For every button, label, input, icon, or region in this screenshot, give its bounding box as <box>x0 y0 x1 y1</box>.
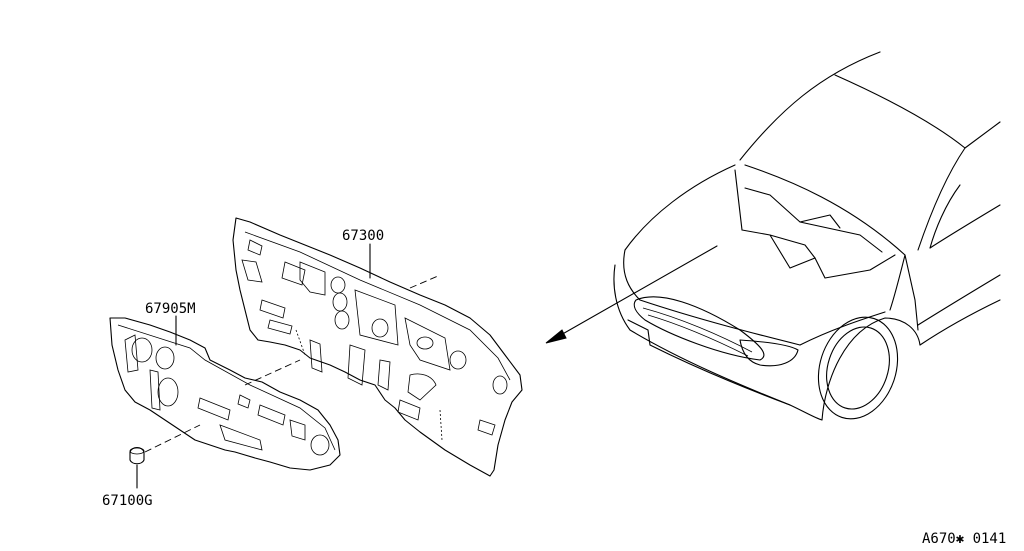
clip-part <box>129 446 145 465</box>
dash-panel-part <box>232 217 523 477</box>
panel-extension-line <box>409 275 439 289</box>
car-illustration <box>613 51 1001 421</box>
insulator-assembly-line <box>244 359 301 386</box>
label-clip: 67100G <box>102 493 153 509</box>
diagram-code: A670✱ 0141 <box>922 531 1006 546</box>
insulator-part <box>109 317 341 471</box>
label-dash-panel: 67300 <box>342 228 384 244</box>
label-insulator: 67905M <box>145 301 196 317</box>
direction-arrow <box>545 245 718 344</box>
